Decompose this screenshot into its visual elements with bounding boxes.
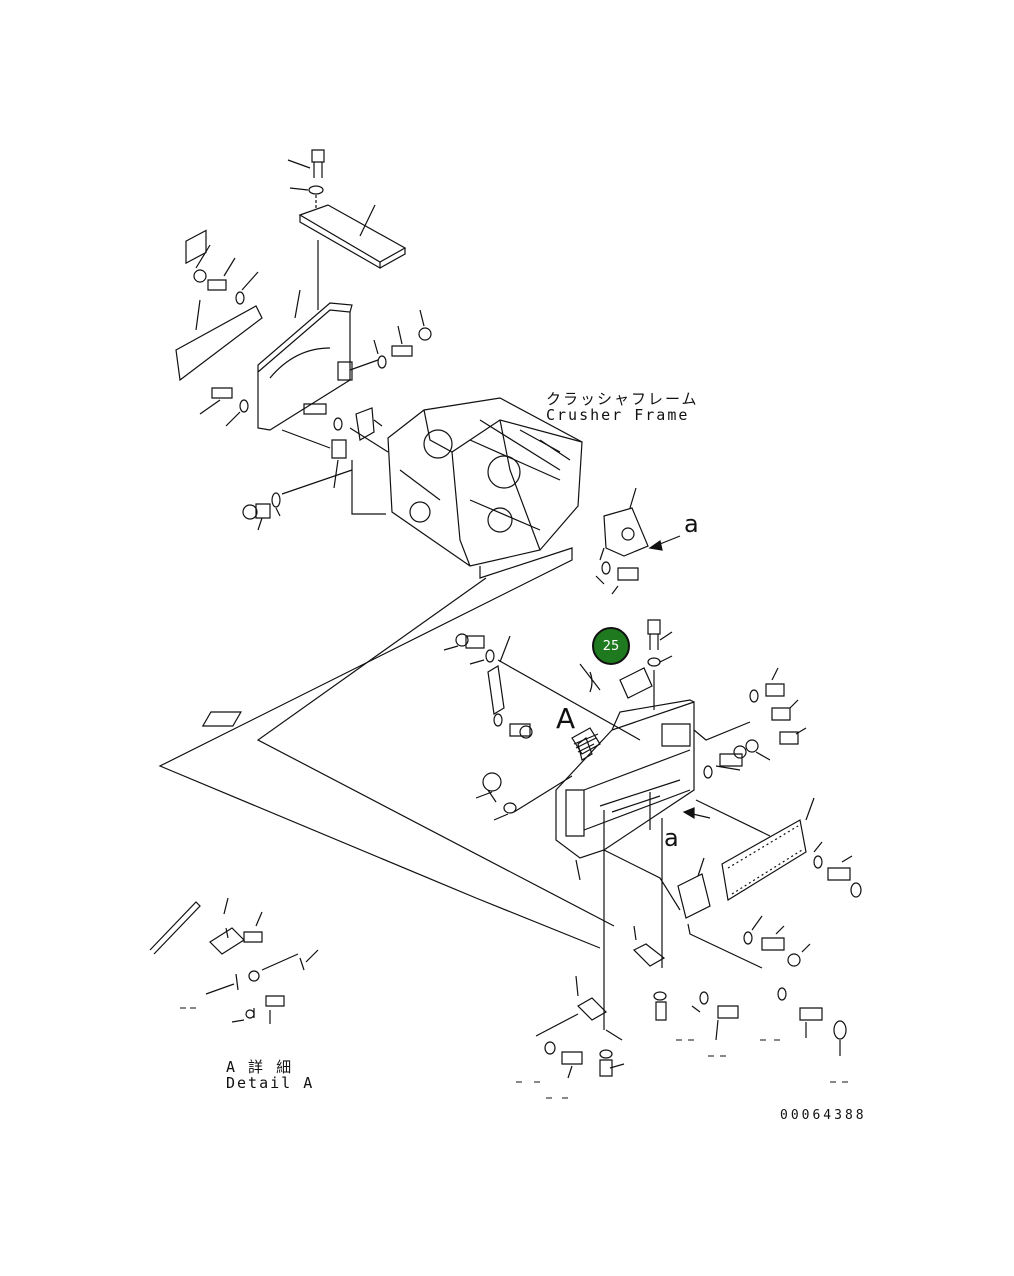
lower-left-bolt [243,470,352,530]
view-arrow-a-upper [650,536,680,550]
side-guard-panel [176,230,262,380]
support-bracket-right [634,926,664,966]
right-upper-bolts [374,310,431,368]
small-clip [580,664,600,692]
part-callout-25-label: 25 [602,638,620,654]
middle-bolt [282,404,342,448]
side-bolt-right [704,740,770,778]
detail-a-label-jp: A 詳 細 [226,1058,294,1076]
crusher-frame-label-jp: クラッシャフレーム [546,390,699,408]
loose-bolt [476,773,572,820]
bracket-block [332,440,346,488]
hopper-frame [203,700,694,880]
detail-a-label-en: Detail A [226,1074,315,1092]
drawing-number: 00064388 [780,1108,867,1123]
hinge-bracket [488,636,640,740]
bottom-bolts [545,988,846,1078]
guard-housing [258,290,352,430]
support-bracket-left [576,976,606,1020]
wear-plate [572,728,600,760]
inspection-bolt [648,620,672,666]
view-label-a-lower: a [664,824,679,852]
crusher-frame [388,398,582,566]
dash-marks [180,1008,848,1098]
bracket-plate-small [350,408,388,452]
cover-bolt-upper [596,548,638,594]
hopper-bolts-right [750,668,806,744]
cover-bolts-lower [688,842,861,968]
side-cover-small [678,858,710,918]
hopper-bolt-left [444,634,494,664]
top-cover-plate [300,205,405,268]
top-bolt [288,150,324,178]
top-washer [290,186,323,194]
part-callout-25[interactable]: 25 [592,627,630,665]
lower-hinge-bolt [494,714,532,738]
crusher-frame-label-en: Crusher Frame [546,406,690,424]
side-cover-upper [604,488,648,556]
detail-a-view [150,898,318,1024]
detail-marker-a: A [556,702,576,735]
view-arrow-a-lower [684,808,710,818]
side-cover-large [696,798,814,900]
left-lower-bolts [200,388,248,426]
view-label-a-upper: a [684,510,699,538]
left-mount-bolts [194,245,258,304]
